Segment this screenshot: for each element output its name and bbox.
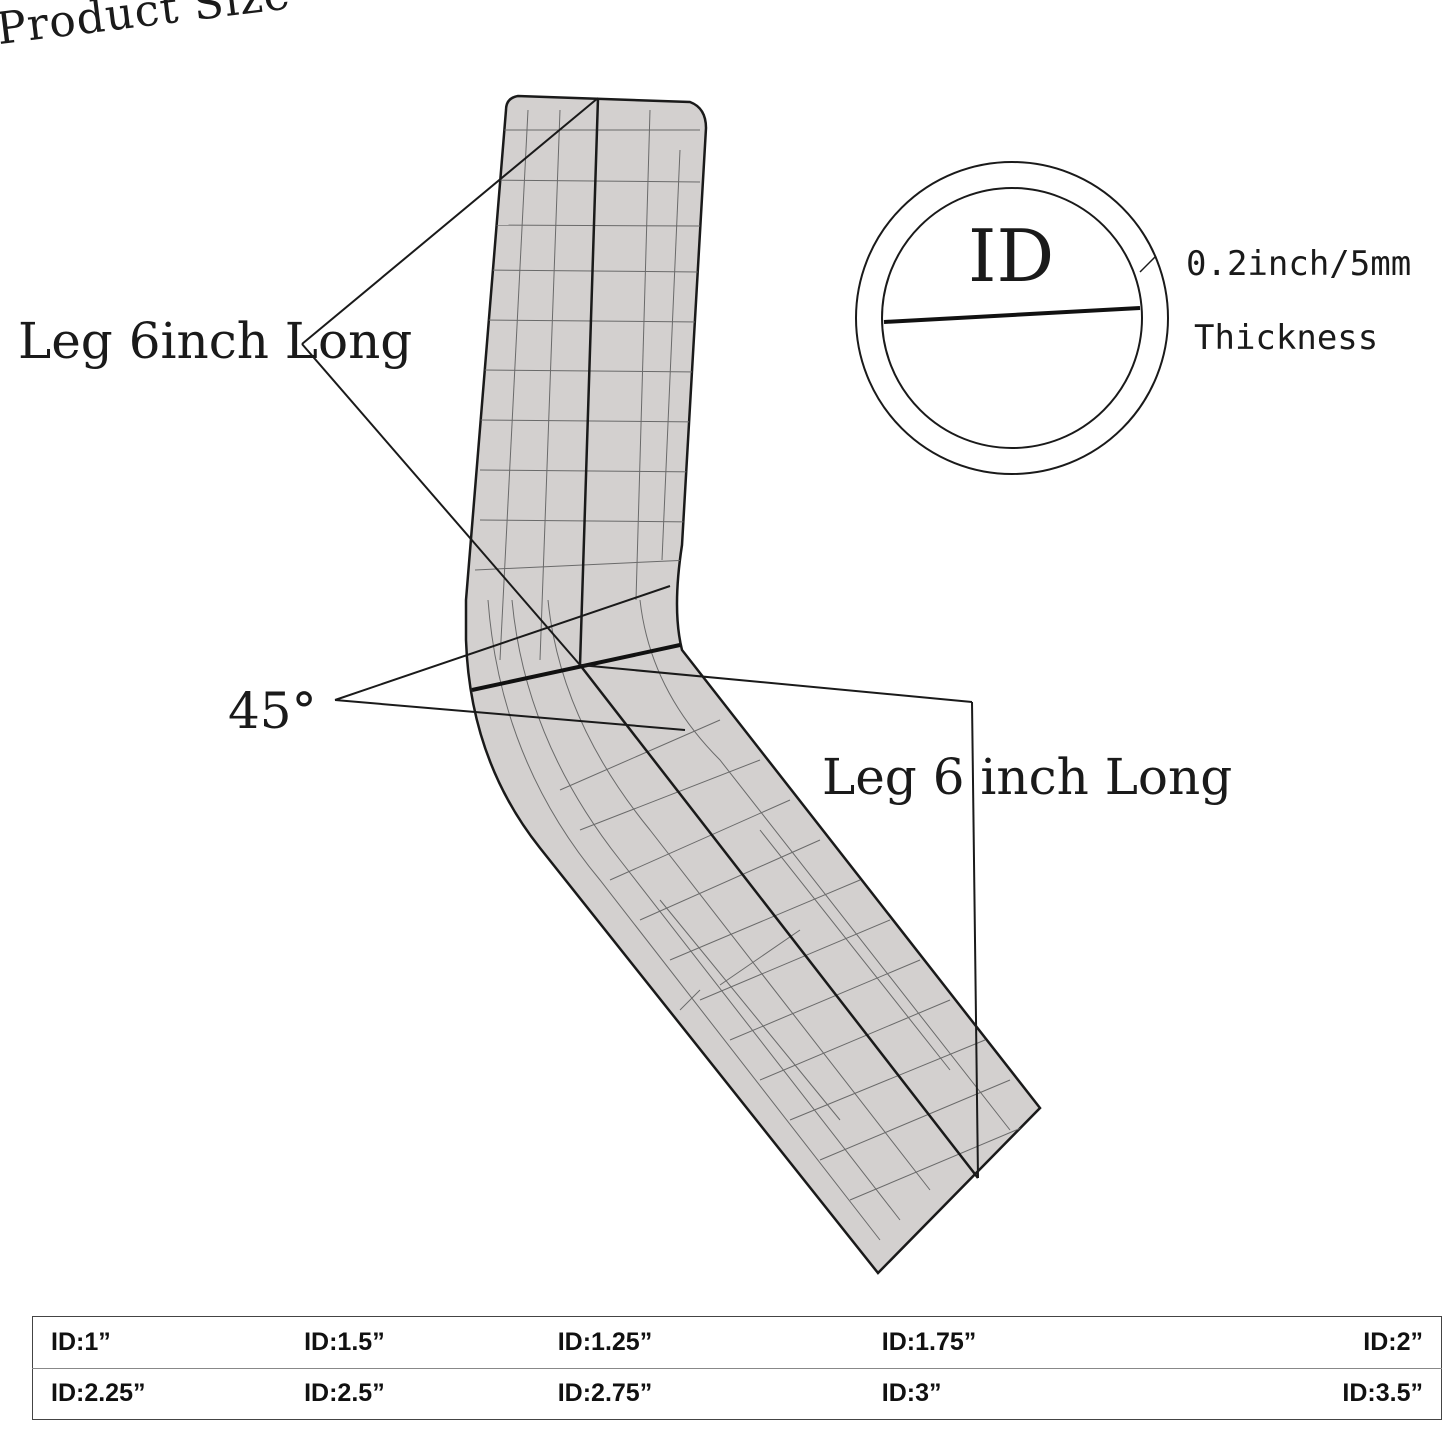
leg-upper-label: Leg 6inch Long xyxy=(18,312,413,370)
id-diameter-line xyxy=(883,306,1141,324)
thickness-value: 0.2inch/5mm xyxy=(1186,244,1412,284)
leg-lower-label: Leg 6 inch Long xyxy=(822,748,1233,806)
leg-upper-dim-bottom xyxy=(301,343,581,666)
table-cell: ID:1.5” xyxy=(286,1316,540,1369)
table-row: ID:2.25” ID:2.5” ID:2.75” ID:3” ID:3.5” xyxy=(33,1368,1442,1420)
table-cell: ID:1.25” xyxy=(539,1316,864,1369)
thickness-label: Thickness xyxy=(1194,318,1379,358)
table-cell: ID:2.5” xyxy=(304,1379,385,1408)
angle-dim-lower xyxy=(334,699,686,731)
leg-lower-dim-vertical xyxy=(971,701,979,1179)
pipe-grid xyxy=(474,109,1040,1241)
table-cell: ID:3” xyxy=(881,1379,942,1408)
table-cell: ID:3.5” xyxy=(1342,1379,1423,1408)
id-size-table: ID:1” ID:1.5” ID:1.25” ID:1.75” ID:2” ID… xyxy=(32,1316,1442,1420)
leg-upper-dim-top xyxy=(301,97,599,345)
table-row: ID:1” ID:1.5” ID:1.25” ID:1.75” ID:2” xyxy=(32,1316,1442,1369)
table-cell: ID:2.75” xyxy=(557,1379,653,1408)
id-label: ID xyxy=(968,214,1055,298)
angle-label: 45° xyxy=(228,682,317,740)
table-cell: ID:1” xyxy=(32,1316,287,1369)
angle-dim-upper xyxy=(334,585,671,701)
table-cell: ID:1.75” xyxy=(863,1316,1188,1369)
thickness-tick xyxy=(1139,255,1157,273)
inner-ring xyxy=(881,187,1143,449)
table-cell: ID:2” xyxy=(1187,1316,1442,1369)
pipe-body xyxy=(464,94,1042,1275)
leg-lower-dim-horizontal xyxy=(579,664,973,703)
table-cell: ID:2.25” xyxy=(51,1379,146,1408)
outer-ring xyxy=(855,161,1169,475)
elbow-section-line xyxy=(471,643,681,692)
